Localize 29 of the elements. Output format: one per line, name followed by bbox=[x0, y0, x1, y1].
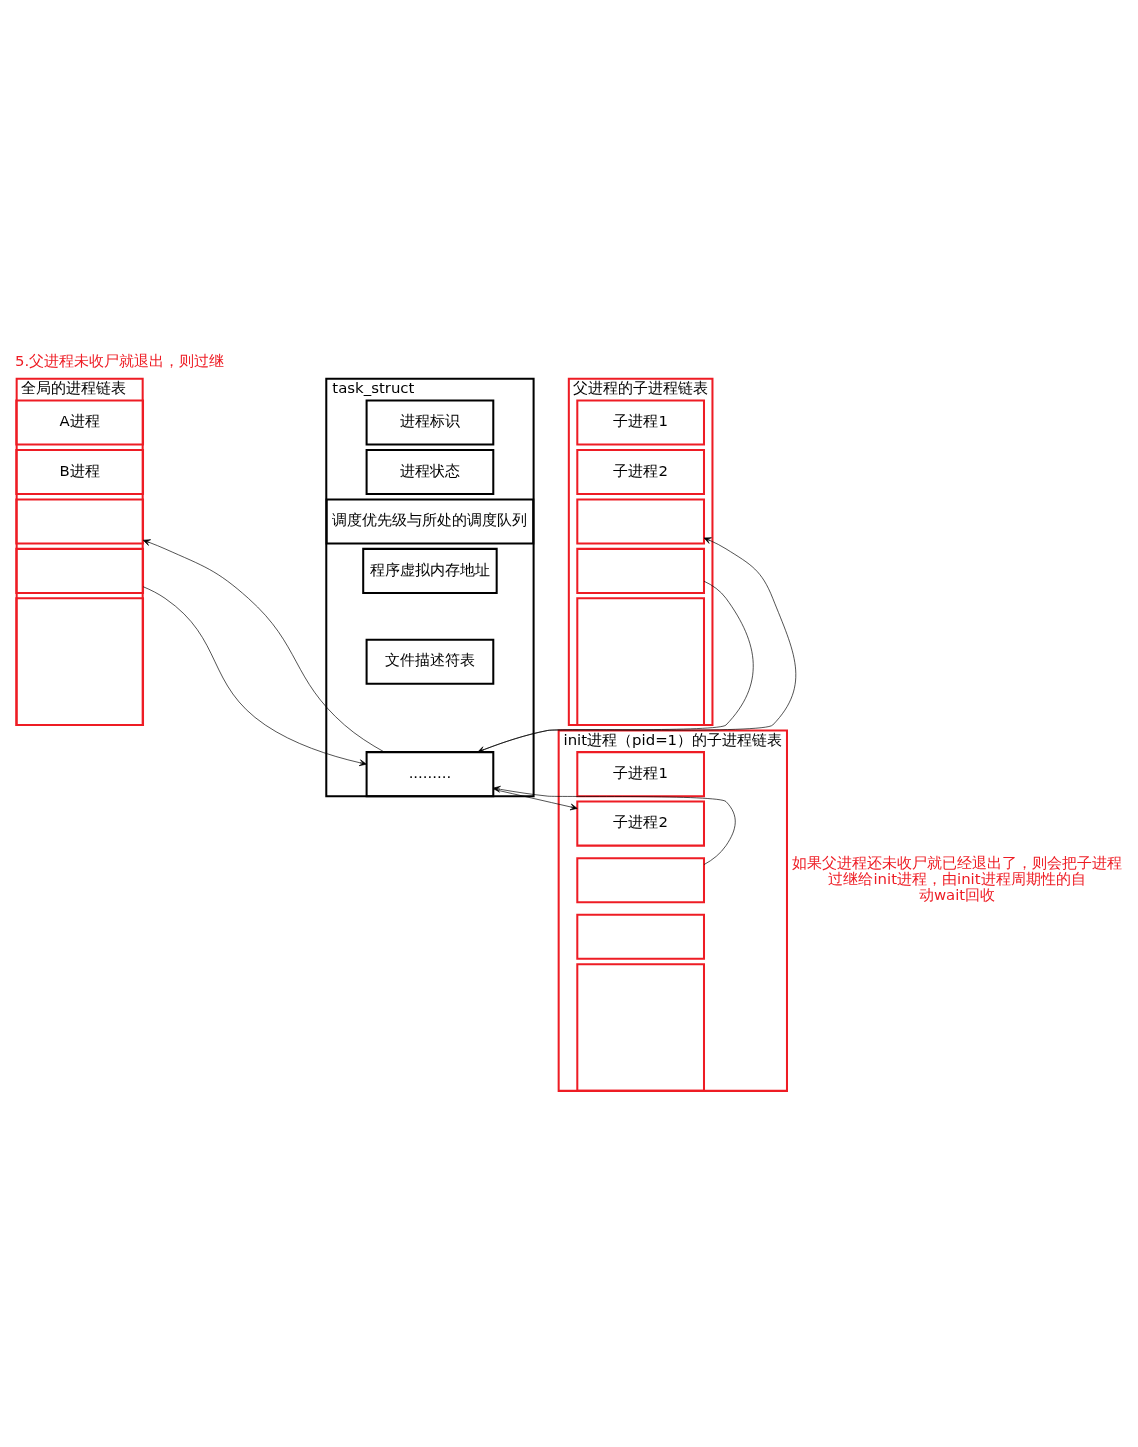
node-box bbox=[576, 962, 705, 1092]
arrow bbox=[142, 538, 385, 752]
node-box bbox=[576, 596, 705, 726]
node-box bbox=[576, 547, 705, 594]
node-box: 子进程1 bbox=[576, 750, 705, 797]
node-box: ......... bbox=[365, 750, 495, 797]
node-box: 进程标识 bbox=[365, 398, 495, 446]
diagram-title: 5.父进程未收尸就退出，则过继 bbox=[15, 351, 225, 370]
label: 如果父进程还未收尸就已经退出了，则会把子进程过继给init进程，由init进程周期性的自动wait回收 bbox=[792, 853, 1123, 904]
node-box bbox=[15, 547, 145, 594]
arrow bbox=[477, 580, 754, 753]
arrow bbox=[142, 585, 367, 766]
node-box: A进程 bbox=[15, 398, 145, 446]
node-box: 子进程1 bbox=[576, 398, 705, 446]
node-box bbox=[15, 596, 145, 726]
node-box: 子进程2 bbox=[576, 448, 705, 495]
node-box: B进程 bbox=[15, 448, 145, 495]
node-box bbox=[576, 856, 705, 903]
node-box: 文件描述符表 bbox=[365, 638, 495, 685]
node-box: 子进程2 bbox=[576, 800, 705, 847]
arrow bbox=[477, 536, 797, 752]
arrow bbox=[493, 788, 578, 810]
node-box: 调度优先级与所处的调度队列 bbox=[325, 497, 535, 544]
node-box bbox=[15, 497, 145, 544]
node-box: 程序虚拟内存地址 bbox=[362, 547, 498, 594]
arrow bbox=[493, 785, 736, 865]
node-box: 进程状态 bbox=[365, 448, 495, 495]
node-box bbox=[576, 497, 705, 544]
node-box bbox=[576, 913, 705, 960]
